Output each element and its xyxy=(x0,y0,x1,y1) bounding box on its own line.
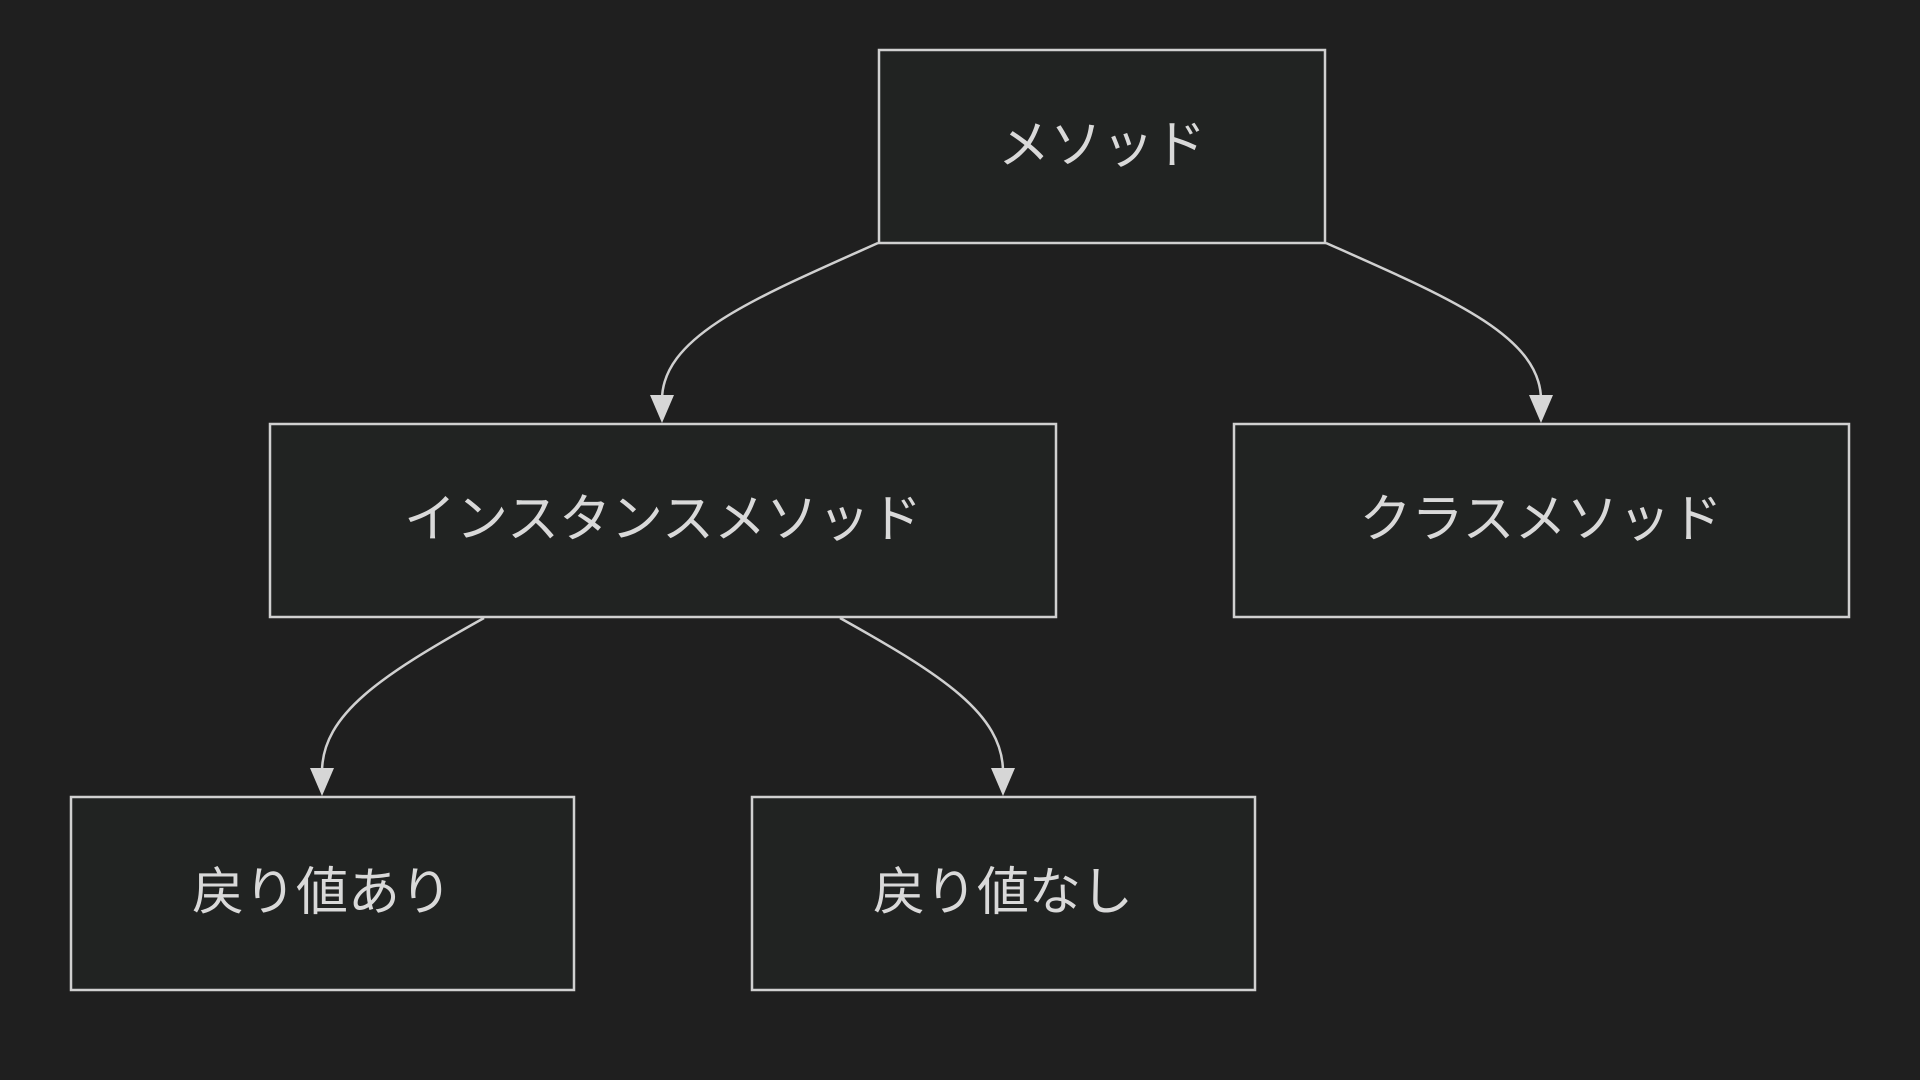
edge-method-to-instance-method xyxy=(660,241,879,401)
node-label-without-return: 戻り値なし xyxy=(873,863,1133,923)
node-label-class-method: クラスメソッド xyxy=(1360,490,1723,550)
node-method: メソッド xyxy=(877,48,1327,245)
node-box-class-method xyxy=(1232,422,1851,619)
node-box-without-return xyxy=(750,795,1257,992)
node-box-method xyxy=(877,48,1327,245)
node-box-instance-method xyxy=(268,422,1058,619)
node-without-return: 戻り値なし xyxy=(750,795,1257,992)
edge-instance-method-to-without-return xyxy=(839,616,1005,773)
node-label-with-return: 戻り値あり xyxy=(192,863,452,923)
arrow-head-instance-method xyxy=(650,395,674,423)
edge-method-to-class-method xyxy=(1325,241,1543,401)
arrow-head-with-return xyxy=(310,768,334,796)
node-label-method: メソッド xyxy=(998,116,1206,176)
arrow-head-class-method xyxy=(1529,395,1553,423)
node-label-instance-method: インスタンスメソッド xyxy=(404,490,922,550)
edge-instance-method-to-with-return xyxy=(320,616,485,773)
node-instance-method: インスタンスメソッド xyxy=(268,422,1058,619)
node-with-return: 戻り値あり xyxy=(69,795,576,992)
node-box-with-return xyxy=(69,795,576,992)
node-class-method: クラスメソッド xyxy=(1232,422,1851,619)
edges xyxy=(310,241,1553,796)
arrow-head-without-return xyxy=(991,768,1015,796)
